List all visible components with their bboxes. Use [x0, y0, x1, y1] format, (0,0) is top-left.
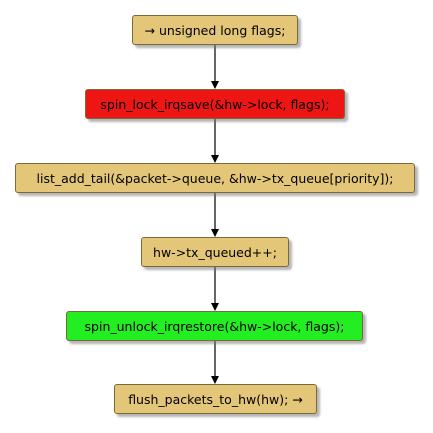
- node-label: flush_packets_to_hw(hw); →: [128, 391, 303, 407]
- node-declare-flags: → unsigned long flags;: [132, 15, 298, 45]
- node-tx-queued-increment: hw->tx_queued++;: [141, 237, 289, 267]
- node-flush-packets: flush_packets_to_hw(hw); →: [114, 384, 317, 414]
- node-list-add-tail: list_add_tail(&packet->queue, &hw->tx_qu…: [15, 163, 415, 193]
- node-spin-lock: spin_lock_irqsave(&hw->lock, flags);: [85, 89, 345, 119]
- node-label: spin_lock_irqsave(&hw->lock, flags);: [100, 96, 330, 112]
- node-label: hw->tx_queued++;: [153, 244, 277, 260]
- node-label: → unsigned long flags;: [144, 22, 286, 38]
- node-spin-unlock: spin_unlock_irqrestore(&hw->lock, flags)…: [66, 311, 363, 341]
- node-label: spin_unlock_irqrestore(&hw->lock, flags)…: [84, 318, 345, 334]
- node-label: list_add_tail(&packet->queue, &hw->tx_qu…: [36, 170, 394, 186]
